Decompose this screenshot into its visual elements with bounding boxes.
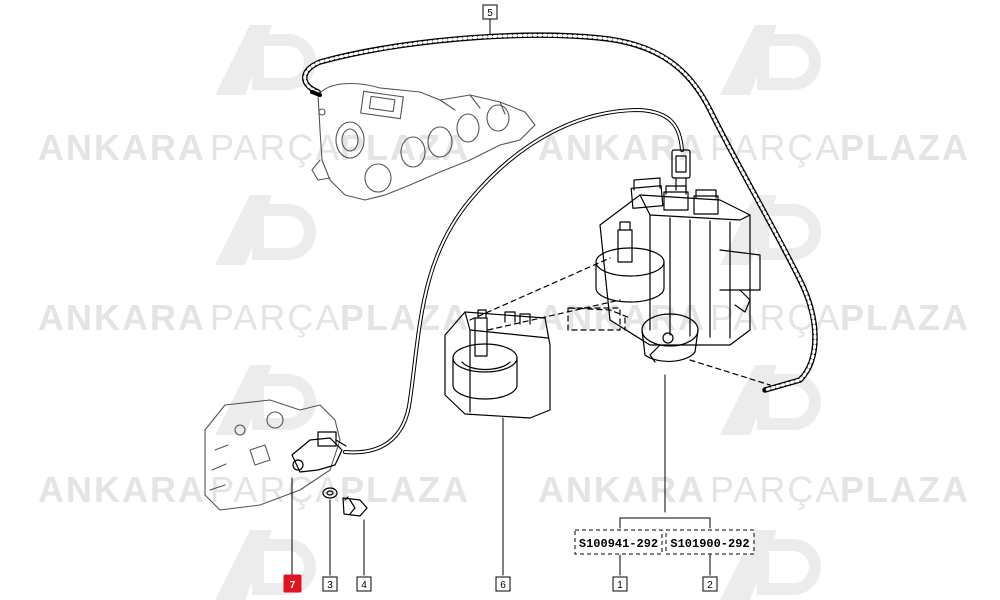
washer	[322, 487, 338, 499]
callout-4[interactable]: 4	[356, 576, 372, 592]
watermark-word-plaza: PLAZA	[840, 127, 970, 168]
leader-lines	[291, 17, 711, 576]
dashed-guides	[469, 257, 771, 386]
callout-6-label: 6	[500, 580, 506, 591]
watermark-row-1: ANKARA PARÇA PLAZA ANKARA PARÇA PLAZA	[38, 127, 970, 168]
callout-7[interactable]: 7	[283, 574, 302, 593]
watermark-word-ankara: ANKARA	[38, 469, 206, 510]
callouts: 5 7 3 4 6 1 2 S100941-292	[283, 4, 755, 593]
callout-4-label: 4	[361, 580, 367, 591]
part-code-right-label: S101900-292	[670, 537, 749, 551]
bellhousing	[204, 399, 341, 511]
ignition-module	[595, 177, 761, 346]
watermark-word-ankara: ANKARA	[38, 127, 206, 168]
watermark-row-2: ANKARA PARÇA PLAZA ANKARA PARÇA PLAZA	[38, 297, 970, 338]
watermark-word-parca: PARÇA	[210, 297, 341, 338]
watermark-word-ankara: ANKARA	[38, 297, 206, 338]
ignition-coil	[444, 309, 551, 419]
part-code-left-label: S100941-292	[579, 537, 658, 551]
watermark-word-parca: PARÇA	[710, 469, 841, 510]
watermark-word-plaza: PLAZA	[840, 297, 970, 338]
callout-3[interactable]: 3	[322, 576, 338, 592]
bolt	[342, 496, 368, 517]
vacuum-hose	[302, 32, 818, 393]
callout-7-label: 7	[290, 580, 296, 591]
watermark-word-parca: PARÇA	[210, 127, 341, 168]
crank-sensor	[291, 431, 347, 473]
sensor-wire	[343, 108, 684, 455]
callout-1-label: 1	[617, 580, 623, 591]
watermark-word-ankara: ANKARA	[538, 469, 706, 510]
callout-6[interactable]: 6	[495, 576, 511, 592]
watermark-word-plaza: PLAZA	[840, 469, 970, 510]
part-code-left[interactable]: S100941-292	[574, 529, 663, 555]
callout-5[interactable]: 5	[482, 4, 498, 20]
callout-2[interactable]: 2	[702, 576, 718, 592]
callout-3-label: 3	[327, 580, 333, 591]
watermark-word-plaza: PLAZA	[340, 297, 470, 338]
exhaust-manifold	[311, 82, 536, 201]
watermark-word-parca: PARÇA	[210, 469, 341, 510]
vacuum-capsule	[641, 313, 699, 363]
callout-5-label: 5	[487, 8, 493, 19]
watermark-word-plaza: PLAZA	[340, 127, 470, 168]
callout-2-label: 2	[707, 580, 713, 591]
watermark-word-parca: PARÇA	[710, 297, 841, 338]
watermark-row-3: ANKARA PARÇA PLAZA ANKARA PARÇA PLAZA	[38, 469, 970, 510]
part-code-right[interactable]: S101900-292	[665, 529, 755, 555]
line-art	[204, 17, 818, 576]
watermark-word-plaza: PLAZA	[340, 469, 470, 510]
watermark-word-ankara: ANKARA	[538, 297, 706, 338]
callout-1[interactable]: 1	[612, 576, 628, 592]
